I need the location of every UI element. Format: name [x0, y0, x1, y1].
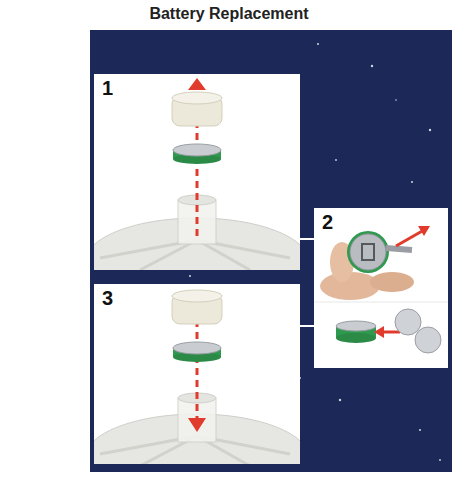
- step-panel: [314, 208, 448, 368]
- connector-line: [300, 325, 314, 327]
- step-number: 3: [102, 288, 113, 308]
- diagram-title: Battery Replacement: [0, 5, 458, 23]
- step-number: 2: [322, 212, 333, 232]
- step-panel: 3: [94, 284, 300, 464]
- battery-illustration: [314, 226, 448, 353]
- step-number: 1: [102, 78, 113, 98]
- step-panel: 2: [314, 208, 448, 368]
- connector-line: [300, 238, 314, 240]
- lamp-illustration: [94, 290, 300, 464]
- step-panel: 1: [94, 74, 300, 270]
- lamp-illustration: [94, 78, 300, 270]
